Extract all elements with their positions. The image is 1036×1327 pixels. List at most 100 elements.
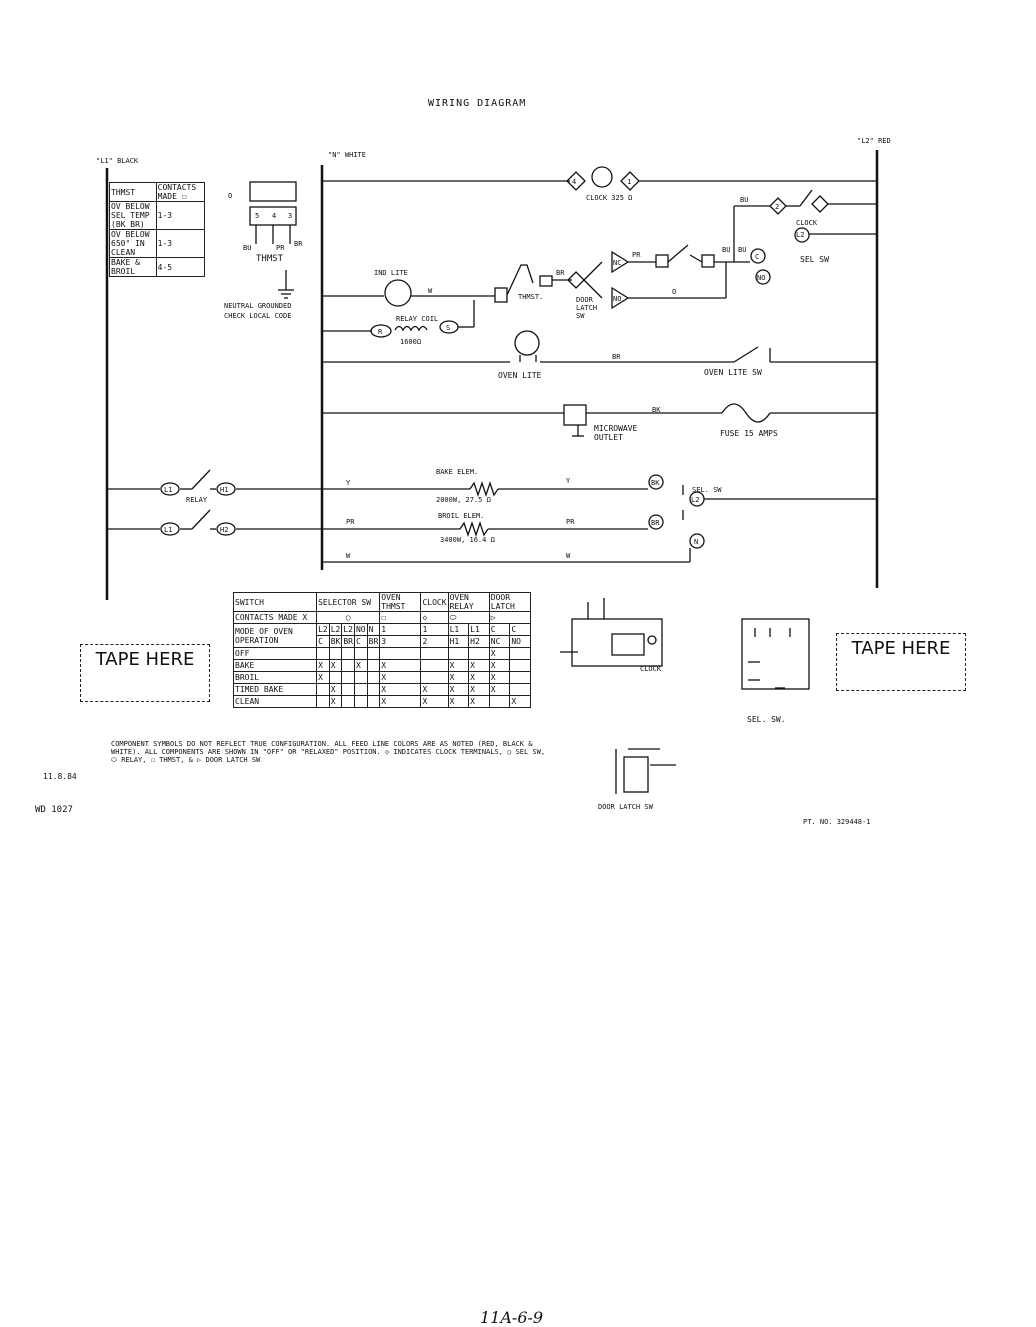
relay-label: RELAY bbox=[186, 496, 208, 504]
table-cell: 3 bbox=[379, 635, 422, 648]
wire-w: W bbox=[566, 552, 571, 560]
table-cell: BK bbox=[328, 635, 343, 648]
table-cell bbox=[316, 695, 330, 708]
sel-sw-label: SEL SW bbox=[800, 255, 829, 264]
table-cell: X bbox=[328, 659, 343, 672]
table-cell: 1-3 bbox=[155, 201, 206, 230]
oven-lite-bulb bbox=[514, 330, 540, 356]
relay-coil-ohms: 1600Ω bbox=[400, 338, 422, 346]
wire-bu: BU bbox=[722, 246, 731, 254]
table-cell: X bbox=[468, 671, 490, 684]
wire-y: Y bbox=[346, 479, 351, 487]
table-cell bbox=[509, 647, 531, 660]
table-cell bbox=[316, 647, 330, 660]
table-cell: BR bbox=[366, 635, 381, 648]
table-cell: TIMED BAKE bbox=[232, 683, 318, 696]
table-cell bbox=[366, 695, 381, 708]
terminal-5: 5 bbox=[255, 212, 260, 220]
broil-elem-rating: 3400W, 16.4 Ω bbox=[440, 536, 495, 544]
table-cell: X bbox=[509, 695, 531, 708]
table-cell: H1 bbox=[447, 635, 470, 648]
terminal-l1-label: L1 bbox=[164, 526, 173, 534]
table-cell: DOOR LATCH bbox=[488, 592, 532, 612]
wire-br: BR bbox=[294, 240, 303, 248]
wire-o: O bbox=[672, 288, 677, 296]
fuse-label: FUSE 15 AMPS bbox=[720, 429, 778, 438]
bake-elem-label: BAKE ELEM. bbox=[436, 468, 479, 476]
thmst-label: THMST bbox=[256, 254, 284, 264]
microwave-outlet-label: MICROWAVE OUTLET bbox=[594, 424, 638, 442]
terminal-l2-label: L2 bbox=[796, 231, 805, 239]
terminal-3: 3 bbox=[288, 212, 293, 220]
table-cell bbox=[341, 683, 355, 696]
inset-clock-label: CLOCK bbox=[640, 665, 662, 673]
diagram-title: WIRING DIAGRAM bbox=[428, 98, 527, 109]
table-row: OV BELOW 650° IN CLEAN bbox=[109, 229, 157, 258]
table-cell: 2 bbox=[420, 635, 449, 648]
table-cell: ☐ bbox=[379, 611, 422, 624]
wire-bu: BU bbox=[243, 244, 252, 252]
terminal-n-label: N bbox=[694, 538, 699, 546]
table-cell bbox=[353, 647, 368, 660]
terminal-s-label: S bbox=[446, 324, 451, 332]
oven-lite-sw-label: OVEN LITE SW bbox=[704, 368, 762, 377]
tape-here-left: TAPE HERE bbox=[80, 644, 210, 702]
table-cell: 4-5 bbox=[155, 257, 206, 277]
terminal-h1-label: H1 bbox=[220, 486, 229, 494]
contacts-header: CONTACTS MADE ☐ bbox=[155, 182, 206, 202]
terminal-c-label: C bbox=[755, 253, 760, 261]
broil-elem-label: BROIL ELEM. bbox=[438, 512, 485, 520]
doc-id: WD 1027 bbox=[35, 805, 73, 815]
table-cell bbox=[328, 647, 343, 660]
wire-bu: BU bbox=[738, 246, 747, 254]
table-cell: X bbox=[488, 647, 511, 660]
table-cell: BR bbox=[341, 635, 355, 648]
table-cell bbox=[420, 647, 449, 660]
table-cell bbox=[420, 659, 449, 672]
table-cell: C bbox=[316, 635, 330, 648]
ind-lite-label: IND LITE bbox=[374, 269, 408, 277]
table-cell: H2 bbox=[468, 635, 490, 648]
table-cell bbox=[488, 695, 511, 708]
l2-label: "L2" RED bbox=[857, 137, 891, 145]
wire-br: BR bbox=[612, 353, 621, 361]
check-code-note: CHECK LOCAL CODE bbox=[224, 312, 292, 320]
component-notes: COMPONENT SYMBOLS DO NOT REFLECT TRUE CO… bbox=[111, 740, 546, 764]
table-cell: SELECTOR SW bbox=[316, 592, 381, 612]
table-cell bbox=[366, 647, 381, 660]
table-cell bbox=[447, 647, 470, 660]
table-cell: 1 bbox=[379, 623, 422, 636]
table-cell: L2 bbox=[341, 623, 355, 636]
date-label: 11.8.84 bbox=[43, 772, 77, 781]
clock-motor bbox=[591, 166, 613, 188]
terminal-4: 4 bbox=[272, 212, 277, 220]
table-cell: C bbox=[488, 623, 511, 636]
table-cell: X bbox=[379, 659, 422, 672]
table-cell: CONTACTS MADE X bbox=[232, 611, 318, 624]
clock-terminal-1 bbox=[620, 171, 640, 191]
table-cell: X bbox=[447, 659, 470, 672]
ind-lite-symbol bbox=[384, 279, 412, 307]
thmst-header: THMST bbox=[109, 182, 157, 202]
table-cell bbox=[341, 695, 355, 708]
table-cell: X bbox=[379, 671, 422, 684]
table-cell bbox=[341, 659, 355, 672]
table-cell: ○ bbox=[316, 611, 381, 624]
table-cell: BAKE bbox=[232, 659, 318, 672]
thmst-label-2: THMST. bbox=[518, 293, 544, 301]
table-row: OV BELOW SEL TEMP (BK BR) bbox=[109, 201, 157, 230]
wire-pr: PR bbox=[632, 251, 641, 259]
table-cell: 1-3 bbox=[155, 229, 206, 258]
terminal-nc-label: NC bbox=[613, 259, 622, 267]
table-cell bbox=[366, 671, 381, 684]
table-cell: X bbox=[328, 683, 343, 696]
table-cell: X bbox=[379, 683, 422, 696]
table-cell: X bbox=[488, 671, 511, 684]
table-cell bbox=[509, 671, 531, 684]
table-cell bbox=[316, 683, 330, 696]
table-cell: X bbox=[316, 659, 330, 672]
